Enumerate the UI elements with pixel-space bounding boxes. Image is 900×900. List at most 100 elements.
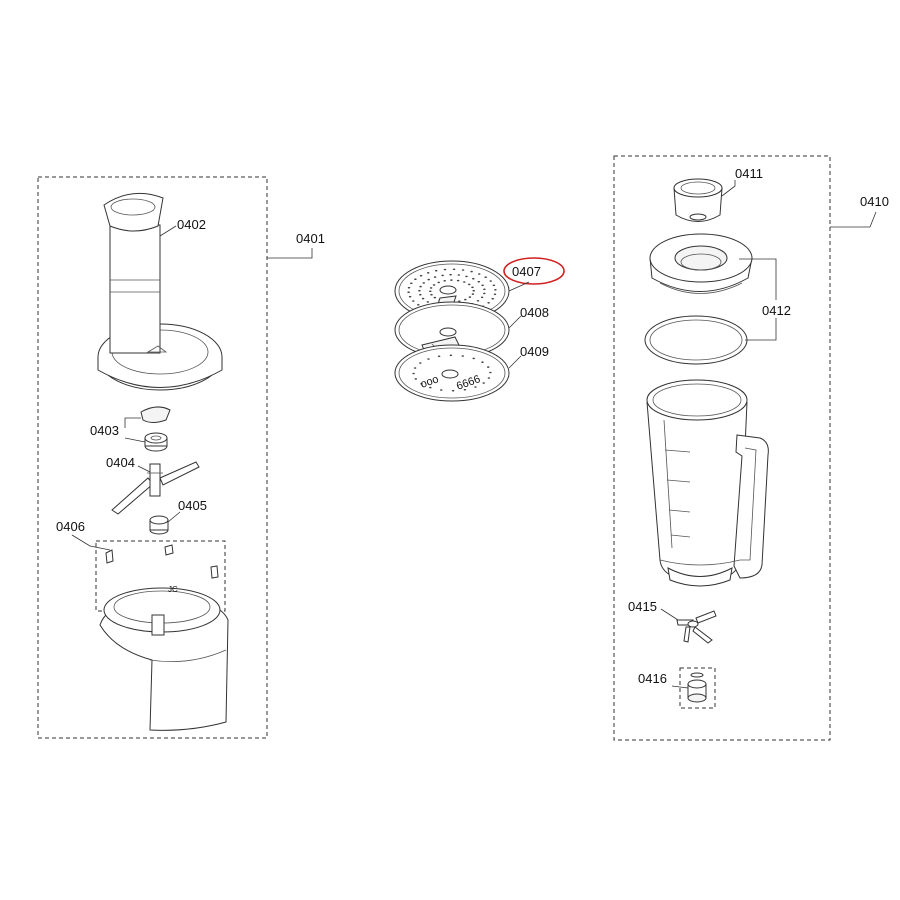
disc-perforation [452, 268, 456, 271]
part-0402-callout[interactable]: 0402 [159, 217, 206, 237]
disc-perforation [417, 304, 420, 306]
disc-perforation [418, 289, 421, 292]
disc-perforation [410, 282, 413, 285]
disc-perforation [487, 377, 491, 379]
disc-perforation [419, 285, 422, 288]
disc-perforation [494, 289, 497, 291]
disc-perforation [432, 284, 436, 286]
disc-perforation [472, 289, 476, 292]
disc-perforation [449, 354, 453, 357]
disc-perforation [412, 372, 415, 375]
label-0403: 0403 [90, 423, 119, 438]
disc-perforation [414, 278, 417, 281]
blender-group-callout[interactable]: 0410 [830, 194, 889, 228]
disc-perforation [414, 378, 418, 380]
disc-perforation [441, 274, 444, 277]
disc-perforation [471, 293, 475, 295]
disc-perforation [491, 297, 495, 300]
part-0416-frame [679, 667, 716, 709]
label-0409: 0409 [520, 344, 549, 359]
disc-perforation [492, 284, 496, 287]
disc-perforation [464, 298, 467, 301]
disc-perforation [481, 284, 484, 287]
disc-perforation [471, 286, 474, 289]
disc-perforation [427, 278, 431, 281]
part-0415-callout[interactable]: 0415 [628, 599, 679, 621]
disc-perforation [420, 383, 423, 385]
disc-perforation [422, 282, 426, 284]
disc-perforation [407, 291, 410, 294]
disc-perforation [437, 281, 441, 284]
disc-perforation [451, 389, 455, 392]
disc-perforation [419, 293, 422, 296]
part-0406-callout[interactable]: 0406 [56, 519, 111, 551]
part-0415-blender-blade[interactable] [676, 610, 717, 644]
disc-perforation [465, 275, 468, 278]
disc-perforation [467, 283, 471, 286]
part-0404-callout[interactable]: 0404 [106, 455, 151, 473]
part-0411-callout[interactable]: 0411 [721, 166, 763, 197]
blender-jar[interactable] [646, 379, 769, 587]
disc-perforation [408, 295, 412, 298]
disc-perforation [477, 280, 481, 283]
label-0402: 0402 [177, 217, 206, 232]
part-0403-callout[interactable]: 0403 [90, 417, 146, 443]
part-0405-cap[interactable] [149, 515, 169, 535]
disc-perforation [482, 382, 486, 384]
disc-perforation [429, 287, 433, 289]
disc-perforation [487, 302, 490, 304]
disc-perforation [450, 279, 453, 281]
part-0403-coupling[interactable] [140, 406, 171, 452]
label-0404: 0404 [106, 455, 135, 470]
part-0412-callout[interactable]: 0412 [739, 258, 791, 341]
disc-perforation [483, 292, 486, 295]
part-0405-callout[interactable]: 0405 [167, 498, 207, 523]
disc-perforation [480, 296, 484, 299]
disc-perforation [426, 301, 430, 303]
part-0416-bearing[interactable] [687, 672, 707, 703]
part-0409-julienne-disc[interactable]: 6666 ooo [394, 344, 510, 402]
disc-perforation [461, 269, 465, 271]
disc-perforation [461, 355, 465, 357]
disc-perforation [489, 371, 492, 374]
part-0409-callout[interactable]: 0409 [508, 344, 549, 369]
disc-perforation [439, 389, 443, 391]
disc-perforation [474, 386, 477, 388]
label-0408: 0408 [520, 305, 549, 320]
part-0416-callout[interactable]: 0416 [638, 671, 689, 689]
disc-perforation [443, 280, 447, 282]
food-processor-group-frame [37, 176, 268, 739]
label-0416: 0416 [638, 671, 667, 686]
disc-perforation [470, 270, 473, 273]
disc-perforation [477, 273, 481, 275]
disc-perforation [433, 296, 437, 299]
part-0412-lid-and-seal[interactable] [644, 233, 753, 365]
disc-perforation [426, 272, 430, 274]
disc-perforation [449, 273, 452, 276]
disc-perforation [489, 280, 493, 282]
disc-perforation [472, 357, 476, 360]
disc-perforation [419, 274, 423, 277]
disc-perforation [457, 274, 461, 276]
part-0404-blade[interactable] [111, 461, 200, 515]
label-0405: 0405 [178, 498, 207, 513]
label-0406: 0406 [56, 519, 85, 534]
part-0411-measuring-cap[interactable] [673, 178, 723, 222]
disc-perforation [412, 300, 415, 302]
disc-perforation [437, 355, 441, 358]
disc-perforation [483, 288, 486, 291]
part-0408-callout[interactable]: 0408 [508, 305, 549, 329]
label-0415: 0415 [628, 599, 657, 614]
part-0402-feed-tube-lid[interactable] [97, 192, 223, 391]
disc-perforation [421, 297, 425, 300]
disc-perforation [484, 276, 488, 279]
part-0406-bowl[interactable]: JC [99, 544, 229, 731]
disc-perforation [429, 290, 432, 293]
label-0401: 0401 [296, 231, 325, 246]
part-0407-callout[interactable]: 0407 [503, 257, 565, 292]
disc-perforation [472, 277, 475, 280]
label-0411: 0411 [735, 166, 763, 181]
food-processor-group-callout[interactable]: 0401 [267, 231, 325, 259]
label-0412: 0412 [762, 303, 791, 318]
